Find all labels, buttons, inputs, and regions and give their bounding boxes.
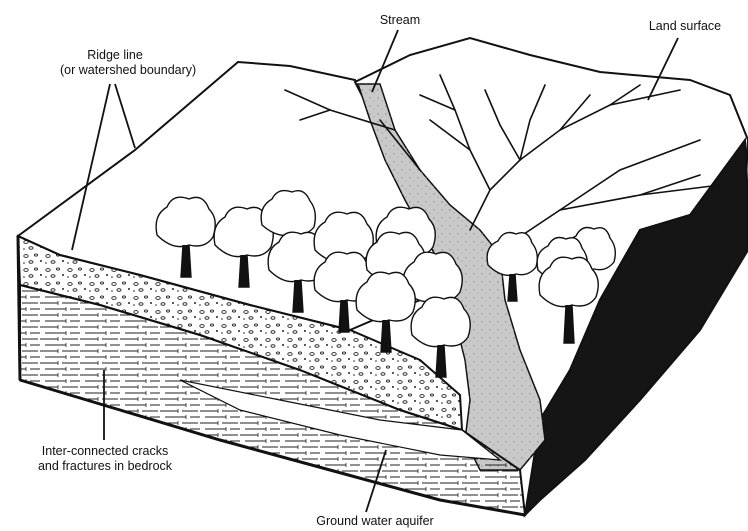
- ridge-line-subtitle: (or watershed boundary): [60, 63, 170, 78]
- ridge-line-title: Ridge line: [60, 48, 170, 63]
- ridge-line-label: Ridge line (or watershed boundary): [60, 48, 170, 78]
- cracks-label: Inter-connected cracks and fractures in …: [30, 444, 180, 474]
- cracks-label-line1: Inter-connected cracks: [30, 444, 180, 459]
- land-surface-label: Land surface: [640, 19, 730, 34]
- cracks-label-line2: and fractures in bedrock: [30, 459, 180, 474]
- aquifer-label: Ground water aquifer: [300, 514, 450, 529]
- stream-label: Stream: [370, 13, 430, 28]
- ridge-leader-2: [115, 84, 135, 148]
